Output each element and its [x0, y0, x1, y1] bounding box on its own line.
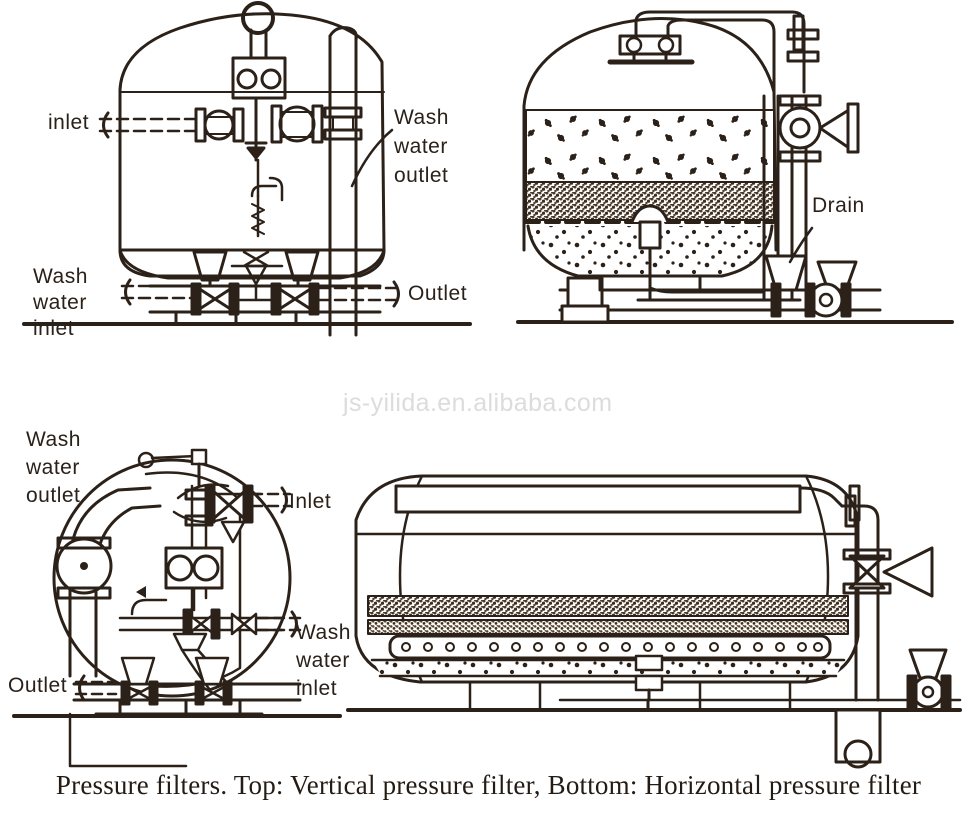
figure-bottom-left	[12, 448, 342, 768]
label-wash-water-outlet-bottom-left-line3: outlet	[26, 484, 81, 507]
label-wash-water-inlet-bottom-left-line1: Wash	[296, 621, 351, 644]
label-wash-water-inlet-top-left-line3: inlet	[33, 317, 75, 340]
label-outlet-top-left: Outlet	[408, 282, 468, 305]
figure-top-left	[22, 1, 472, 337]
label-wash-water-outlet-top-left-line2: water	[394, 135, 448, 158]
label-wash-water-inlet-top-left-line2: water	[33, 291, 87, 314]
label-wash-water-inlet-bottom-left-line2: water	[296, 649, 350, 672]
label-wash-water-inlet-bottom-left-line3: inlet	[296, 677, 338, 700]
label-wash-water-outlet-top-left-line1: Wash	[394, 106, 449, 129]
figure-bottom-right	[346, 474, 962, 769]
label-drain-top-right: Drain	[812, 194, 865, 217]
label-wash-water-outlet-top-left-line3: outlet	[394, 164, 449, 187]
label-inlet-top-left: inlet	[48, 111, 90, 134]
label-wash-water-inlet-top-left-line1: Wash	[33, 265, 88, 288]
figure-top-right	[516, 10, 954, 324]
label-outlet-bottom-left: Outlet	[8, 674, 68, 697]
label-wash-water-outlet-bottom-left-line1: Wash	[26, 428, 81, 451]
figure-caption: Pressure filters. Top: Vertical pressure…	[55, 770, 922, 800]
label-inlet-bottom-left: Inlet	[289, 490, 332, 513]
label-wash-water-outlet-bottom-left-line2: water	[26, 456, 80, 479]
watermark-text: js-yilida.en.alibaba.com	[343, 389, 613, 417]
